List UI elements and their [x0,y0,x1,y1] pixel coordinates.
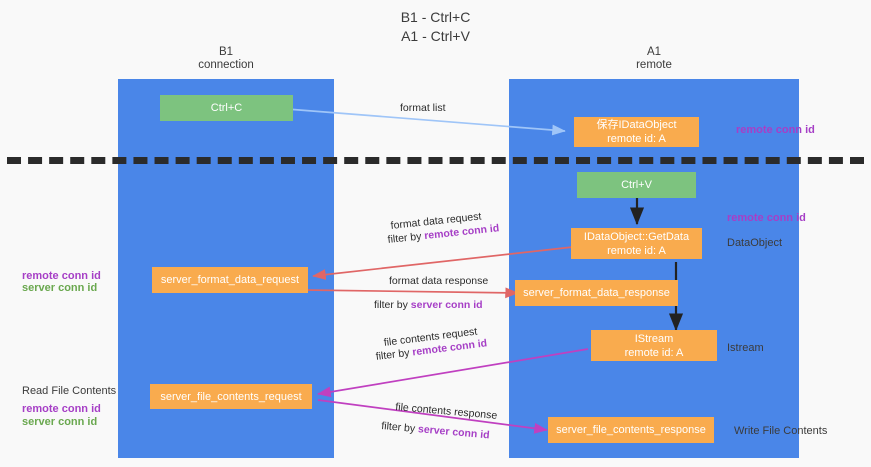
wire-format-data-response [304,287,519,299]
filter-prefix: filter by [375,346,414,363]
filter-prefix: filter by [387,230,425,246]
node-save-idataobject[interactable]: 保存IDataObject remote id: A [574,117,699,147]
node-ctrl-c[interactable]: Ctrl+C [160,95,293,121]
filter-key-server-conn-id: server conn id [410,299,483,311]
node-ctrl-v[interactable]: Ctrl+V [577,172,696,198]
node-istream[interactable]: IStream remote id: A [591,330,717,361]
edge-label-format-data-response: format data response [389,275,489,287]
node-server-file-contents-request[interactable]: server_file_contents_request [150,384,312,409]
annot-left-remote-conn-id: remote conn id [22,270,101,282]
annot-right-remote-conn-id-top: remote conn id [736,124,815,136]
annot-left-server-conn-id-2: server conn id [22,416,98,428]
filter-prefix: filter by [374,299,411,311]
column-heading-b1: B1 connection [198,46,254,71]
annot-right-istream: Istream [727,342,764,354]
annot-left-server-conn-id: server conn id [22,282,98,294]
phase-divider [7,157,864,164]
edge-label-file-contents-response-filter: filter by server conn id [381,419,490,442]
annot-right-write-file-contents: Write File Contents [734,425,828,437]
node-server-format-data-request[interactable]: server_format_data_request [152,267,308,293]
edge-label-format-data-response-filter: filter by server conn id [374,298,483,312]
node-server-file-contents-response[interactable]: server_file_contents_response [548,417,714,443]
node-idataobject-getdata[interactable]: IDataObject::GetData remote id: A [571,228,702,259]
annot-left-remote-conn-id-2: remote conn id [22,403,101,415]
filter-key-server-conn-id: server conn id [417,423,491,442]
annot-left-read-file-contents: Read File Contents [22,385,117,397]
column-heading-a1: A1 remote [636,46,672,71]
filter-prefix: filter by [380,419,419,436]
annot-right-remote-conn-id-mid: remote conn id [727,212,806,224]
edge-label-format-list: format list [400,102,446,114]
page-title: B1 - Ctrl+C A1 - Ctrl+V [400,9,471,44]
edge-label-file-contents-response: file contents response [394,400,498,422]
node-server-format-data-response[interactable]: server_format_data_response [515,280,678,306]
annot-right-dataobject: DataObject [727,237,783,249]
